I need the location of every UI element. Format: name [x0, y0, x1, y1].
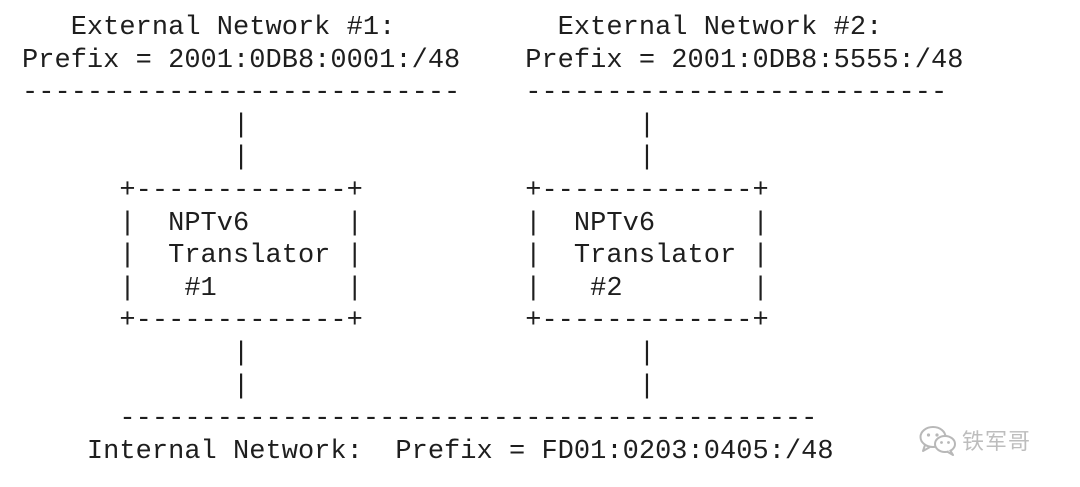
internal-network-divider: ----------------------------------------… — [22, 404, 818, 435]
wechat-icon — [918, 424, 958, 456]
upper-connector-line: | | — [22, 110, 656, 141]
watermark-text: 铁军哥 — [962, 430, 1032, 455]
external-prefix-line: Prefix = 2001:0DB8:0001:/48 Prefix = 200… — [22, 45, 964, 76]
upper-connector-line: | | — [22, 143, 656, 174]
translator-box-translator-line: | Translator | | Translator | — [22, 241, 769, 272]
internal-network-label-line: Internal Network: Prefix = FD01:0203:040… — [22, 436, 834, 467]
lower-connector-line: | | — [22, 338, 656, 369]
translator-box-nptv6-line: | NPTv6 | | NPTv6 | — [22, 208, 769, 239]
lower-connector-line: | | — [22, 371, 656, 402]
translator-box-bottom-border: +-------------+ +-------------+ — [22, 306, 769, 337]
ascii-network-diagram: External Network #1: External Network #2… — [22, 12, 964, 468]
external-network-1-label-line: External Network #1: External Network #2… — [22, 13, 883, 43]
translator-box-top-border: +-------------+ +-------------+ — [22, 175, 769, 206]
external-network-divider: --------------------------- ------------… — [22, 78, 948, 109]
translator-box-number-line: | #1 | | #2 | — [22, 273, 769, 304]
watermark: 铁军哥 — [918, 424, 1031, 456]
